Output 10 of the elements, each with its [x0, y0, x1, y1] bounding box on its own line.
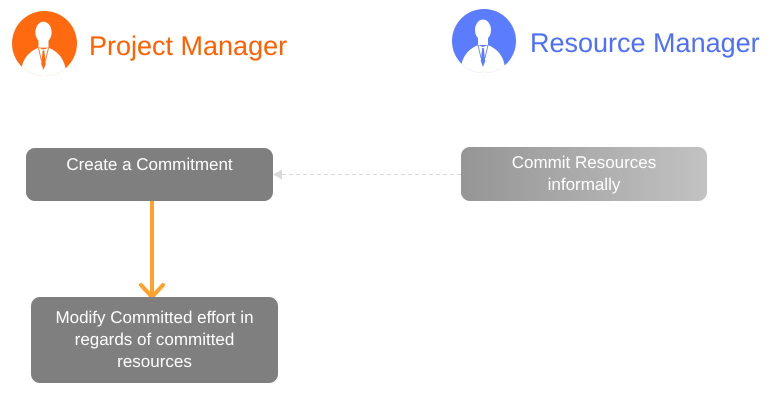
process-box — [26, 148, 273, 201]
step-text: Commit Resources informally — [510, 152, 658, 196]
dashed-arrow — [272, 170, 462, 180]
role-heading: Project Manager — [89, 30, 288, 62]
process-box — [461, 147, 707, 201]
role-heading: Resource Manager — [530, 27, 760, 59]
arrow — [139, 201, 165, 299]
process-box — [31, 297, 278, 383]
step-text: Create a Commitment — [66, 154, 233, 176]
step-text: Modify Committed effort in regards of committed resources — [54, 307, 255, 373]
